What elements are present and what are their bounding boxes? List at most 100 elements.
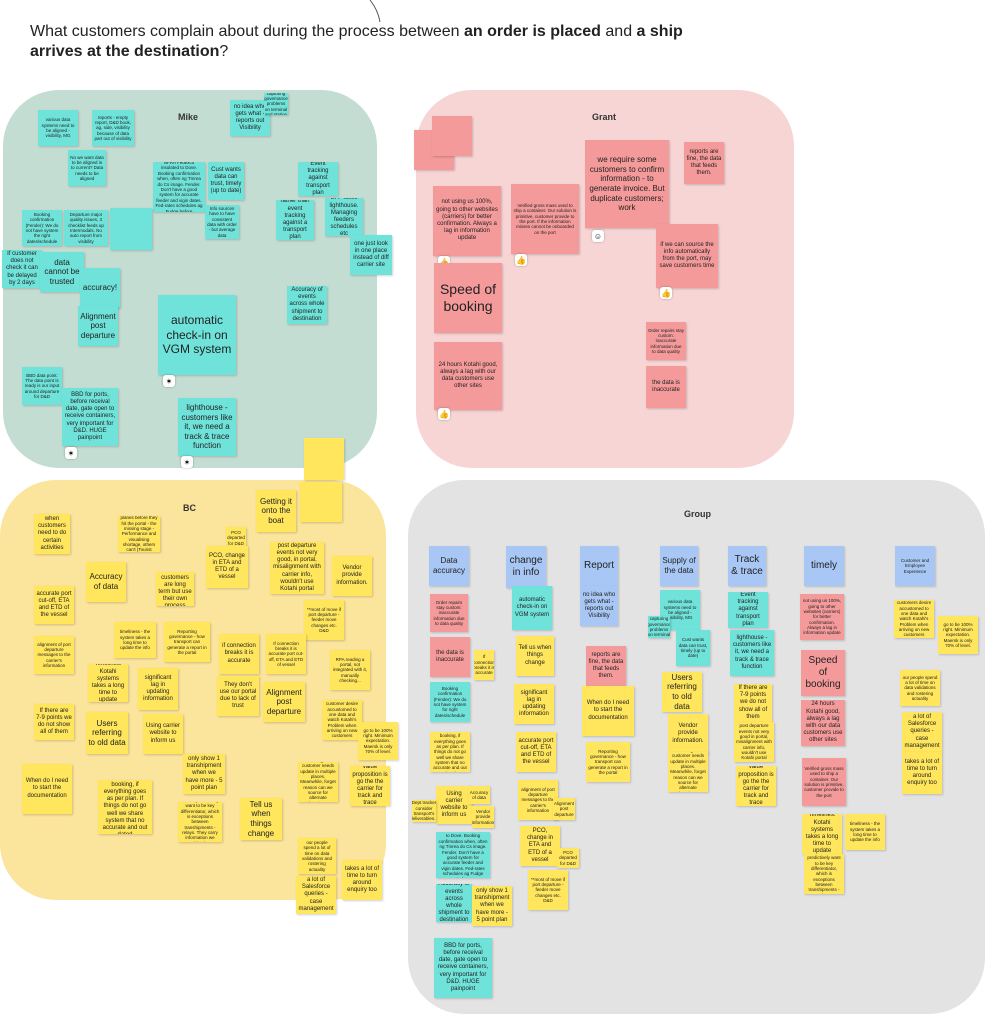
- sticky-note[interactable]: Vendor provide information.: [668, 714, 708, 754]
- sticky-note[interactable]: post departure events not very good in p…: [734, 722, 774, 762]
- sticky-note[interactable]: Shows predictively want to be key differ…: [804, 854, 844, 894]
- sticky-note[interactable]: the data is inaccurate: [430, 637, 470, 677]
- sticky-note[interactable]: Timelines. Kotahi systems takes a long t…: [88, 664, 128, 702]
- sticky-note[interactable]: Accuracy of events across whole shipment…: [436, 884, 472, 922]
- sticky-note[interactable]: when customers need to do certain activi…: [34, 514, 70, 554]
- sticky-note[interactable]: We make a booking, if everything goes as…: [98, 780, 152, 834]
- sticky-note[interactable]: BBD for ports, before receival date, gat…: [434, 938, 492, 998]
- sticky-note[interactable]: accuracy!: [80, 268, 120, 308]
- sticky-note[interactable]: post departure events not very good, in …: [270, 542, 324, 594]
- sticky-note[interactable]: New customers are long term but use thei…: [156, 572, 194, 606]
- sticky-note[interactable]: They don't use our portal due to lack of…: [217, 676, 259, 716]
- sticky-note[interactable]: Shows predictively want to be key differ…: [178, 802, 222, 842]
- sticky-note[interactable]: 24 hours Kotahi good, always a lag with …: [801, 700, 845, 746]
- sticky-note[interactable]: We make a booking, if everything goes as…: [430, 732, 470, 772]
- sticky-note[interactable]: no idea who gets what - reports out Visi…: [230, 100, 270, 136]
- category-header-supply-of-data[interactable]: Supply of the data: [660, 546, 698, 586]
- sticky-note[interactable]: PCO, change in ETA and ETD of a vessel: [520, 826, 560, 866]
- sticky-note[interactable]: Verified gross mass used to ship a conta…: [511, 184, 579, 254]
- sticky-note[interactable]: not using us 100%, going to other websit…: [800, 594, 844, 640]
- sticky-note[interactable]: go to be 100% right. Minimum expectation…: [358, 722, 398, 760]
- sticky-note[interactable]: Booking confirmation (Fender): We do not…: [430, 682, 470, 722]
- sticky-note[interactable]: Accuracy of data: [86, 562, 126, 602]
- sticky-note[interactable]: no idea who gets what - reports out Visi…: [580, 586, 618, 626]
- sticky-note[interactable]: only show 1 transhipment when we have mo…: [183, 754, 225, 794]
- sticky-note[interactable]: our people spend a lot of time on data v…: [298, 838, 336, 874]
- sticky-note[interactable]: INS management customer needs update in …: [298, 762, 338, 802]
- sticky-note[interactable]: Cust wants data can trust, timely (up to…: [676, 630, 710, 666]
- sticky-note[interactable]: Reporting governance - how transport can…: [164, 622, 210, 662]
- sticky-note[interactable]: automatic check-in on VGM system: [158, 295, 236, 375]
- sticky-note[interactable]: lighthouse - customers like it, we need …: [178, 398, 236, 456]
- sticky-note[interactable]: significant lag in updating information: [514, 684, 554, 724]
- sticky-note[interactable]: the data is inaccurate: [646, 366, 686, 408]
- sticky-note[interactable]: Speed of booking: [801, 650, 845, 696]
- sticky-note[interactable]: go to be 100% right. Minimum expectation…: [938, 616, 978, 654]
- sticky-note[interactable]: takes a lot of time to turn around enqui…: [902, 752, 942, 794]
- sticky-note[interactable]: Tell us when things change: [240, 798, 282, 840]
- category-header-timely[interactable]: timely: [804, 546, 844, 586]
- sticky-note[interactable]: Reporting governance - how transport can…: [586, 742, 630, 782]
- sticky-note[interactable]: timeliness - the system takes a long tim…: [114, 622, 156, 658]
- sticky-note[interactable]: Using carrier website to inform us: [436, 786, 472, 824]
- sticky-note[interactable]: No we want data to be aligned in to curr…: [68, 150, 106, 186]
- sticky-note[interactable]: various data systems need to be aligned …: [38, 110, 78, 146]
- sticky-note[interactable]: PCO departed for D&D: [226, 527, 246, 549]
- sticky-note[interactable]: automatic check-in on VGM system: [512, 586, 552, 630]
- sticky-note[interactable]: Accuracy of data: [468, 786, 490, 804]
- sticky-note[interactable]: Alignment post departure: [263, 682, 305, 722]
- sticky-note[interactable]: Info sources have to have consistent dat…: [205, 205, 239, 239]
- sticky-note[interactable]: significant lag in updating information: [138, 668, 178, 710]
- sticky-note[interactable]: PCO departed for D&D: [557, 848, 579, 868]
- sticky-note[interactable]: 24 hours Kotahi good, always a lag with …: [434, 342, 502, 410]
- sticky-note[interactable]: data cannot be trusted: [40, 252, 84, 292]
- sticky-note[interactable]: value proposition is go the the carrier …: [350, 766, 390, 806]
- sticky-note[interactable]: reports - empty report, D&D book, ag, si…: [92, 110, 134, 146]
- sticky-note[interactable]: Users referring to old data: [86, 712, 128, 754]
- sticky-note[interactable]: Departure major quality issues, 3 checkl…: [64, 210, 108, 246]
- sticky-note[interactable]: Using carrier website to inform us: [143, 714, 183, 754]
- sticky-note[interactable]: if we can source the info automatically …: [656, 224, 718, 288]
- sticky-note[interactable]: SFF loses lighthouse. Managing feeders s…: [325, 198, 363, 236]
- sticky-note[interactable]: RPA reading a portal, not integrated wit…: [330, 650, 370, 690]
- sticky-note[interactable]: Cust wants data can trust, timely (up to…: [208, 162, 244, 200]
- sticky-note[interactable]: Speed of booking: [434, 263, 502, 333]
- sticky-note[interactable]: if connection breaks it is accurate: [219, 634, 259, 674]
- sticky-note[interactable]: lighthouse - customers like it, we need …: [730, 630, 774, 676]
- sticky-note[interactable]: Tell us when things change: [516, 636, 554, 676]
- sticky-note[interactable]: Event tracking against transport plan: [728, 592, 768, 628]
- sticky-note[interactable]: [432, 116, 472, 156]
- sticky-note[interactable]: Event tracking against transport plan: [298, 162, 338, 196]
- sticky-note[interactable]: [300, 482, 342, 522]
- sticky-note[interactable]: we require some customers to confirm inf…: [585, 140, 669, 228]
- category-header-report[interactable]: Report: [580, 546, 618, 586]
- sticky-note[interactable]: **most of move if port departure - feede…: [528, 870, 568, 910]
- sticky-note[interactable]: If connection breaks it is accurate port…: [266, 634, 306, 674]
- sticky-note[interactable]: customers notice planes before they hit …: [118, 516, 160, 552]
- sticky-note[interactable]: capturing governance problems on termina…: [264, 93, 288, 115]
- sticky-note[interactable]: When do I need to start the documentatio…: [582, 686, 634, 736]
- sticky-note[interactable]: Dept tracker consider transport's delive…: [412, 800, 436, 822]
- sticky-note[interactable]: If there are 7-9 points we do not show a…: [34, 704, 74, 740]
- sticky-note[interactable]: Users referring to old data: [662, 672, 702, 712]
- sticky-note[interactable]: timeliness - the system takes a long tim…: [845, 814, 885, 850]
- sticky-note[interactable]: takes a lot of time to turn around enqui…: [342, 860, 382, 900]
- sticky-note[interactable]: Verified gross mass used to ship a conta…: [802, 758, 846, 806]
- sticky-note[interactable]: reports are fine, the data that feeds th…: [586, 646, 626, 686]
- sticky-note[interactable]: reports are fine, the data that feeds th…: [684, 142, 724, 184]
- category-header-track-trace[interactable]: Track & trace: [728, 546, 766, 586]
- sticky-note[interactable]: Timelines. Kotahi systems takes a long t…: [802, 814, 842, 854]
- sticky-note[interactable]: Order repairs stay custom: inaccurate in…: [646, 322, 686, 360]
- category-header-change-in-info[interactable]: change in info: [506, 546, 546, 588]
- sticky-note[interactable]: one just look in one place instead of di…: [350, 235, 392, 275]
- sticky-note[interactable]: NFRA Fedexco insulated to Dove. Booking …: [436, 832, 490, 878]
- sticky-note[interactable]: BBD for ports, before receival date, gat…: [62, 388, 118, 446]
- sticky-note[interactable]: not using us 100%, going to other websit…: [433, 186, 501, 256]
- sticky-note[interactable]: only show 1 transhipment when we have mo…: [472, 886, 512, 926]
- sticky-note[interactable]: Booking confirmation (Fender): We do not…: [22, 210, 62, 246]
- sticky-note[interactable]: INS management customer needs update in …: [668, 752, 708, 792]
- sticky-note[interactable]: Vendor provide information: [472, 806, 494, 828]
- sticky-note[interactable]: When do I need to start the documentatio…: [22, 764, 72, 814]
- sticky-note[interactable]: a lot of Salesforce queries - case manag…: [902, 712, 942, 752]
- sticky-note[interactable]: NFRA Fedexco insulated to Dove. Booking …: [153, 162, 205, 212]
